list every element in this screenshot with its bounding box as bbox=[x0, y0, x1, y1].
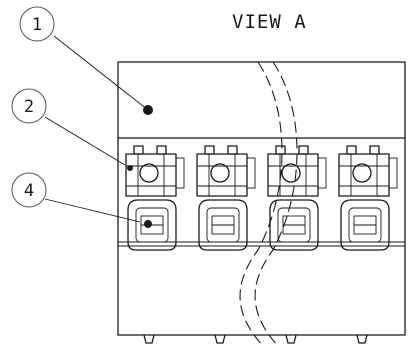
callout-2-number: 2 bbox=[24, 97, 34, 117]
break-lines bbox=[239, 61, 298, 346]
callout-1: 1 bbox=[19, 6, 149, 111]
callout-1-number: 1 bbox=[32, 15, 42, 35]
callout-2: 2 bbox=[11, 88, 126, 166]
callout-target-dot-2 bbox=[127, 165, 133, 171]
callout-4-number: 4 bbox=[24, 181, 34, 201]
screw-terminal bbox=[352, 163, 372, 183]
terminal-modules bbox=[125, 145, 398, 344]
terminal-module bbox=[338, 145, 398, 344]
screw-terminal bbox=[210, 163, 230, 183]
callout-target-dot-4 bbox=[144, 220, 152, 228]
terminal-module bbox=[125, 145, 185, 344]
connector-housing bbox=[127, 199, 177, 251]
callout-4: 4 bbox=[11, 172, 141, 223]
screw-terminal bbox=[139, 163, 159, 183]
connector-housing bbox=[340, 199, 390, 251]
connector-housing bbox=[198, 199, 248, 251]
view-label: VIEW A bbox=[232, 11, 307, 33]
screw-terminal bbox=[281, 163, 301, 183]
terminal-module bbox=[196, 145, 256, 344]
